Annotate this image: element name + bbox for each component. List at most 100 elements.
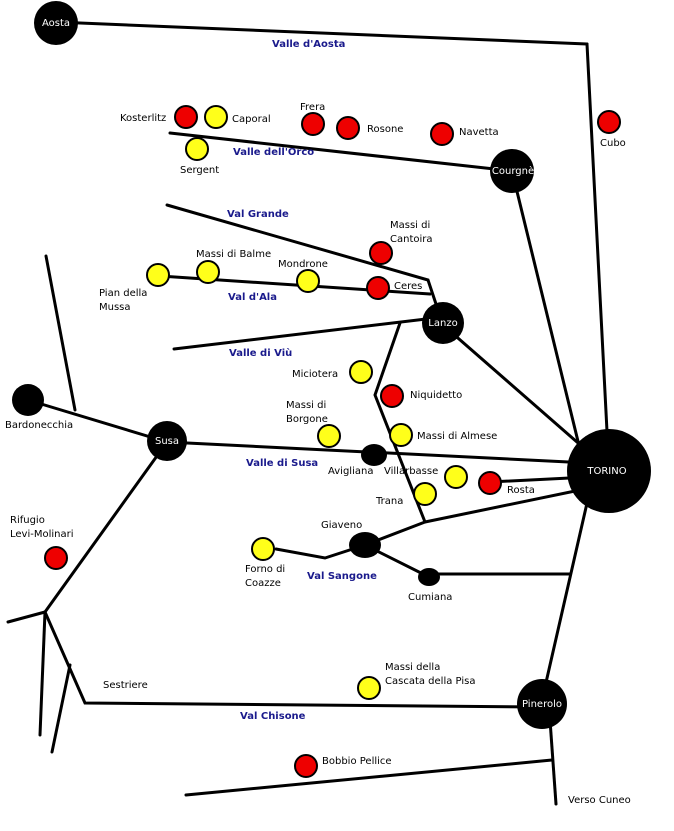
spot-sergent-marker [185, 137, 209, 161]
spot-cantoira-label-2: Cantoira [390, 234, 433, 245]
spot-forno-marker [251, 537, 275, 561]
spot-almese-marker [389, 423, 413, 447]
city-courgne-marker [490, 149, 534, 193]
road-pinerolo-cuneo [548, 718, 558, 806]
place-avigliana-label: Avigliana [328, 466, 373, 477]
valley-aosta-label: Valle d'Aosta [272, 39, 345, 50]
spot-almese-label: Massi di Almese [417, 431, 497, 442]
spot-ceres-label: Ceres [394, 281, 422, 292]
spot-pian-mussa-marker [146, 263, 170, 287]
spot-frera-label: Frera [300, 102, 325, 113]
spot-pian-mussa-label-2: Mussa [99, 302, 131, 313]
spot-caporal-label: Caporal [232, 114, 271, 125]
spot-kosterlitz-label: Kosterlitz [120, 113, 166, 124]
road-network [6, 20, 611, 806]
spot-bobbio-marker [294, 754, 318, 778]
town-giaveno-marker [349, 532, 381, 558]
town-cumiana-marker [418, 568, 440, 586]
spot-navetta-label: Navetta [459, 127, 499, 138]
road-west-branch [6, 610, 47, 624]
place-bardonecchia-label: Bardonecchia [5, 420, 73, 431]
valley-sangone-label: Val Sangone [307, 571, 377, 582]
spot-rifugio-marker [44, 546, 68, 570]
road-susa-torino [165, 440, 611, 466]
road-lanzo-south [373, 321, 427, 524]
city-lanzo-marker [422, 302, 464, 344]
road-aosta-torino-east [585, 42, 611, 472]
city-lanzo-label: Lanzo [428, 318, 457, 329]
city-courgne-label: Courgnè [492, 165, 534, 177]
spot-forno-label-2: Coazze [245, 578, 281, 589]
spot-balme-label: Massi di Balme [196, 249, 271, 260]
spot-miciotera-label: Miciotera [292, 369, 338, 380]
spot-mondrone-label: Mondrone [278, 259, 328, 270]
spot-cascata-label-2: Cascata della Pisa [385, 676, 475, 687]
road-southwest-1 [38, 610, 47, 737]
spot-cubo-marker [597, 110, 621, 134]
city-torino-marker [567, 429, 651, 513]
valley-chisone-label: Val Chisone [240, 711, 306, 722]
place-rosta-label: Rosta [507, 485, 535, 496]
spot-borgone-label-1: Massi di [286, 400, 326, 411]
valley-ala-label: Val d'Ala [228, 292, 277, 303]
city-susa-label: Susa [155, 436, 179, 447]
valley-orco-label: Valle dell'Orco [233, 147, 314, 158]
town-bardonecchia-marker [12, 384, 44, 416]
spot-sergent-label: Sergent [180, 165, 219, 176]
spot-trana-marker [413, 482, 437, 506]
spot-rifugio-label-1: Rifugio [10, 515, 45, 526]
road-southwest-2 [50, 663, 72, 754]
spot-labels: Kosterlitz Caporal Sergent Frera Rosone … [10, 102, 626, 767]
spot-borgone-marker [317, 424, 341, 448]
spot-miciotera-marker [349, 360, 373, 384]
climbing-spots [44, 105, 621, 778]
spot-pian-mussa-label-1: Pian della [99, 288, 147, 299]
spot-ceres-marker [366, 276, 390, 300]
place-villarbasse-label: Villarbasse [384, 466, 438, 477]
road-courgne-torino [510, 169, 587, 472]
road-val-chisone [43, 610, 544, 709]
city-pinerolo-marker [517, 679, 567, 729]
spot-cascata-marker [357, 676, 381, 700]
place-giaveno-label: Giaveno [321, 520, 362, 531]
spot-rosone-label: Rosone [367, 124, 403, 135]
spot-cubo-label: Cubo [600, 138, 626, 149]
road-bardonecchia-north [44, 254, 77, 412]
spot-frera-marker [301, 112, 325, 136]
spot-mondrone-marker [296, 269, 320, 293]
spot-forno-label-1: Forno di [245, 564, 285, 575]
spot-cantoira-label-1: Massi di [390, 220, 430, 231]
city-aosta-label: Aosta [42, 18, 70, 29]
valley-susa-label: Valle di Susa [246, 458, 318, 469]
road-aosta-torino-top [54, 20, 589, 46]
spot-villarbasse-marker [444, 465, 468, 489]
spot-bobbio-label: Bobbio Pellice [322, 756, 392, 767]
town-avigliana-marker [361, 444, 387, 466]
valley-labels: Valle d'Aosta Valle dell'Orco Val Grande… [227, 39, 377, 722]
place-verso-cuneo-label: Verso Cuneo [568, 795, 631, 806]
spot-niquidetto-label: Niquidetto [410, 390, 462, 401]
valley-grande-label: Val Grande [227, 209, 289, 220]
place-cumiana-label: Cumiana [408, 592, 452, 603]
road-bardonecchia-susa [26, 398, 169, 444]
place-trana-label: Trana [375, 496, 403, 507]
spot-kosterlitz-marker [174, 105, 198, 129]
spot-rifugio-label-2: Levi-Molinari [10, 529, 74, 540]
spot-borgone-label-2: Borgone [286, 414, 328, 425]
road-susa-sestriere [43, 440, 169, 614]
spot-cascata-label-1: Massi della [385, 662, 440, 673]
place-sestriere-label: Sestriere [103, 680, 148, 691]
spot-balme-marker [196, 260, 220, 284]
road-bobbio [184, 758, 554, 797]
town-nodes [12, 384, 440, 586]
road-torino-pinerolo [540, 488, 592, 702]
spot-cantoira-marker [369, 241, 393, 265]
valley-viu-label: Valle di Viù [229, 347, 292, 359]
spot-rosone-marker [336, 116, 360, 140]
city-pinerolo-label: Pinerolo [522, 699, 562, 710]
city-susa-marker [147, 421, 187, 461]
place-labels: Bardonecchia Avigliana Villarbasse Trana… [5, 420, 631, 806]
city-torino-label: TORINO [586, 466, 626, 477]
cities: Aosta Courgnè Lanzo Susa TORINO Pinerolo [34, 1, 651, 729]
